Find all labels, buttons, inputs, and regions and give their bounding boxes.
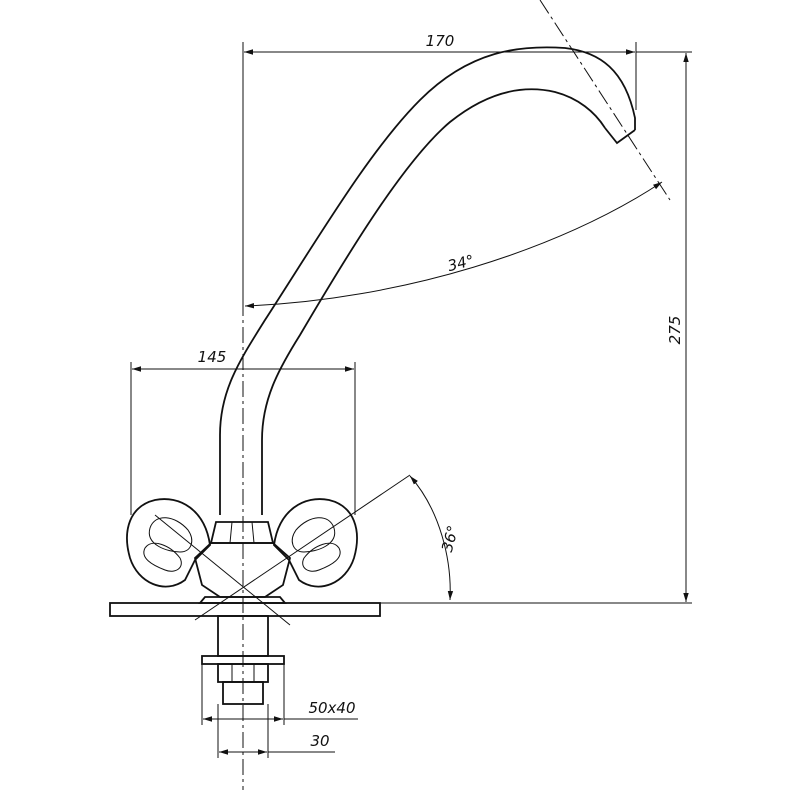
hex-nut	[209, 521, 275, 544]
dim-shank-width: 30	[217, 704, 335, 758]
spout-outer-contour	[219, 46, 636, 515]
center-lines	[242, 0, 671, 790]
dim-total-height: 275	[380, 51, 692, 604]
mounting	[109, 602, 381, 705]
spout-tip	[604, 127, 636, 145]
handle-span-label: 145	[198, 348, 227, 366]
dim-spout-angle: 34°	[244, 181, 663, 309]
spout-reach-label: 170	[426, 32, 455, 50]
right-handle	[273, 498, 358, 588]
spout-inner-contour	[261, 88, 606, 515]
shank-width-label: 30	[310, 732, 329, 750]
spout-angle-label: 34°	[446, 251, 476, 275]
spout	[219, 46, 636, 515]
spout-axis-line	[539, 0, 671, 201]
right-handle-axis	[194, 474, 411, 621]
dim-spout-reach: 170	[242, 32, 637, 300]
total-height-label: 275	[666, 316, 684, 345]
dim-base-plate: 50x40	[201, 664, 358, 725]
handle-angle-label: 36°	[438, 524, 462, 554]
left-handle-axis	[154, 514, 291, 626]
left-handle	[126, 498, 211, 588]
shank-end	[222, 681, 264, 705]
base-plate-label: 50x40	[308, 699, 355, 717]
base-plate	[109, 602, 381, 617]
dim-handle-angle: 36°	[409, 475, 462, 601]
dim-handle-span: 145	[130, 348, 356, 515]
